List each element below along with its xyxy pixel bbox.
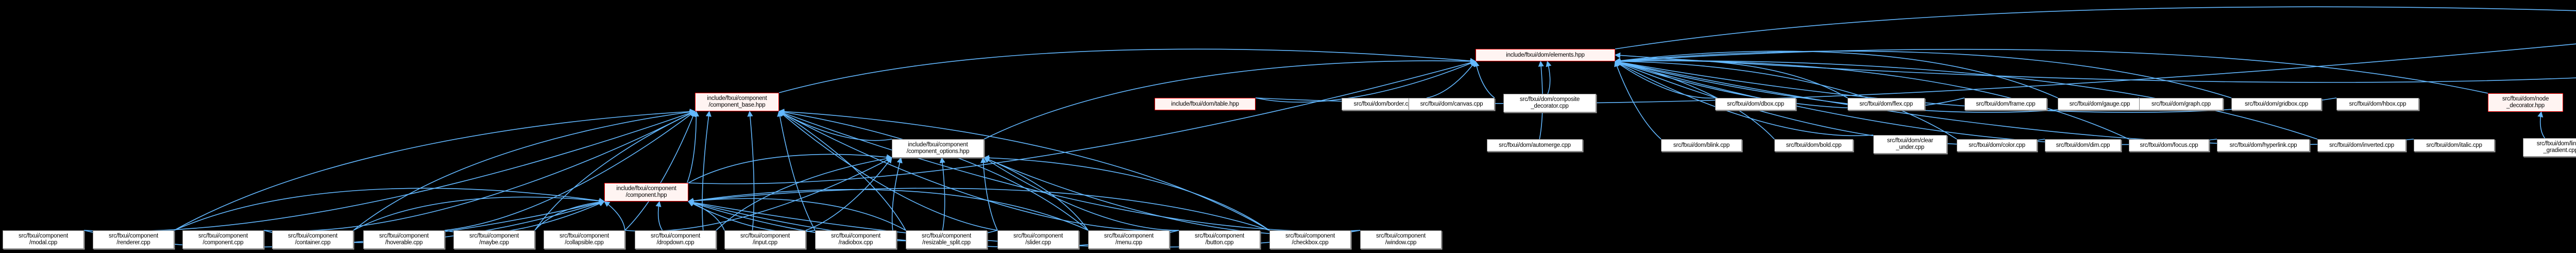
graph-node-focus-cpp[interactable]: src/ftxui/dom/focus.cpp xyxy=(2129,139,2209,151)
graph-node-hyperlink-cpp[interactable]: src/ftxui/dom/hyperlink.cpp xyxy=(2217,139,2310,151)
graph-edge xyxy=(687,188,1270,231)
graph-edge xyxy=(686,110,700,183)
graph-edge xyxy=(778,109,1270,231)
graph-edge xyxy=(778,111,892,141)
graph-edge xyxy=(624,110,696,231)
graph-edge xyxy=(983,157,1361,235)
graph-node-canvas-cpp[interactable]: src/ftxui/dom/canvas.cpp xyxy=(1409,98,1495,110)
graph-node-maybe-cpp[interactable]: src/ftxui/component /maybe.cpp xyxy=(453,230,535,249)
graph-edge xyxy=(1615,61,1716,99)
graph-edge xyxy=(688,154,893,183)
graph-edge xyxy=(984,58,1477,140)
graph-edge xyxy=(1614,48,2488,94)
graph-edge xyxy=(778,111,1179,231)
graph-edge xyxy=(1473,60,1495,98)
graph-edge xyxy=(444,200,605,234)
graph-node-gridbox-cpp[interactable]: src/ftxui/dom/gridbox.cpp xyxy=(2231,98,2321,110)
graph-edge xyxy=(1255,60,1477,103)
graph-edge xyxy=(534,199,605,231)
graph-edge xyxy=(778,111,906,231)
graph-edge xyxy=(980,157,998,231)
graph-edge xyxy=(688,60,1477,184)
graph-node-dim-cpp[interactable]: src/ftxui/dom/dim.cpp xyxy=(2045,139,2121,151)
graph-node-resizable-split-cpp[interactable]: src/ftxui/component /resizable_split.cpp xyxy=(906,230,987,249)
graph-edge xyxy=(353,109,696,231)
graph-node-inverted-cpp[interactable]: src/ftxui/dom/inverted.cpp xyxy=(2317,139,2406,151)
graph-edge xyxy=(174,108,696,231)
graph-edge xyxy=(1615,6,2576,49)
graph-edge xyxy=(747,110,755,231)
graph-node-container-cpp[interactable]: src/ftxui/component /container.cpp xyxy=(272,230,353,249)
graph-edge xyxy=(1426,61,1476,98)
graph-edge xyxy=(777,110,816,231)
graph-edge xyxy=(702,110,711,231)
graph-node-hbox-cpp[interactable]: src/ftxui/dom/hbox.cpp xyxy=(2336,98,2419,110)
graph-node-automerge-cpp[interactable]: src/ftxui/dom/automerge.cpp xyxy=(1487,139,1583,151)
graph-edge xyxy=(604,201,625,231)
graph-node-component-hpp[interactable]: include/ftxui/component /component.hpp xyxy=(604,183,688,201)
graph-node-radiobox-cpp[interactable]: src/ftxui/component /radiobox.cpp xyxy=(815,230,896,249)
graph-node-button-cpp[interactable]: src/ftxui/component /button.cpp xyxy=(1179,230,1260,249)
graph-edge xyxy=(1614,52,2576,83)
graph-node-gradient-cpp[interactable]: src/ftxui/dom/linear _gradient.cpp xyxy=(2523,138,2576,157)
graph-edge xyxy=(778,48,1477,93)
graph-node-dropdown-cpp[interactable]: src/ftxui/component /dropdown.cpp xyxy=(635,230,716,249)
graph-edge xyxy=(1615,61,1874,137)
graph-node-gauge-cpp[interactable]: src/ftxui/dom/gauge.cpp xyxy=(2058,98,2142,110)
graph-node-collapsible-cpp[interactable]: src/ftxui/component /collapsible.cpp xyxy=(544,230,625,249)
graph-edge xyxy=(805,157,892,231)
graph-edge xyxy=(778,110,1361,232)
graph-node-menu-cpp[interactable]: src/ftxui/component /menu.cpp xyxy=(1088,230,1170,249)
graph-edge xyxy=(687,198,906,231)
graph-node-frame-cpp[interactable]: src/ftxui/dom/frame.cpp xyxy=(1964,98,2047,110)
graph-node-flex-cpp[interactable]: src/ftxui/dom/flex.cpp xyxy=(1848,98,1925,110)
graph-edge xyxy=(1614,58,1957,140)
graph-edge xyxy=(83,110,696,232)
graph-node-slider-cpp[interactable]: src/ftxui/component /slider.cpp xyxy=(997,230,1079,249)
graph-node-custom-cpp[interactable]: src/ftxui/dom/dbox.cpp xyxy=(1715,98,1796,110)
graph-node-input-cpp[interactable]: src/ftxui/component /input.cpp xyxy=(724,230,806,249)
graph-edge xyxy=(939,157,945,231)
graph-node-modal-cpp[interactable]: src/ftxui/component /modal.cpp xyxy=(3,230,84,249)
graph-node-window-cpp[interactable]: src/ftxui/component /window.cpp xyxy=(1360,230,1442,249)
graph-node-clear-under-cpp[interactable]: src/ftxui/dom/clear _under.cpp xyxy=(1873,135,1947,154)
graph-node-table-hpp[interactable]: include/ftxui/dom/table.hpp xyxy=(1155,98,1256,110)
graph-node-composite-dec-cpp[interactable]: src/ftxui/dom/composite _decorator.cpp xyxy=(1503,94,1596,112)
graph-edge xyxy=(716,156,893,231)
graph-node-component-cpp[interactable]: src/ftxui/component /component.cpp xyxy=(182,230,264,249)
graph-node-color-cpp[interactable]: src/ftxui/dom/color.cpp xyxy=(1957,139,2037,151)
graph-edge xyxy=(1546,60,1552,94)
graph-edge xyxy=(891,157,903,231)
graph-node-component-options-hpp[interactable]: include/ftxui/component /component_optio… xyxy=(892,139,984,158)
graph-edge xyxy=(1614,50,2232,98)
graph-node-component-base-hpp[interactable]: include/ftxui/component /component_base.… xyxy=(695,93,779,111)
graph-edge xyxy=(655,200,663,231)
graph-node-node-decorator-hpp[interactable]: src/ftxui/dom/node _decorator.hpp xyxy=(2488,93,2563,112)
graph-edge xyxy=(174,188,605,231)
graph-edge xyxy=(444,111,696,231)
graph-edge xyxy=(687,189,1089,231)
graph-node-bold-cpp[interactable]: src/ftxui/dom/bold.cpp xyxy=(1774,139,1853,151)
graph-edge xyxy=(534,111,696,231)
graph-node-graph-cpp[interactable]: src/ftxui/dom/graph.cpp xyxy=(2139,98,2223,110)
graph-node-checkbox-cpp[interactable]: src/ftxui/component /checkbox.cpp xyxy=(1269,230,1351,249)
graph-edge xyxy=(1614,50,2058,98)
graph-node-renderer-cpp[interactable]: src/ftxui/component /renderer.cpp xyxy=(93,230,174,249)
graph-edge xyxy=(1614,58,2318,140)
graph-edge xyxy=(984,157,1179,231)
graph-node-elements-hpp[interactable]: include/ftxui/dom/elements.hpp xyxy=(1476,49,1615,61)
graph-edge xyxy=(353,196,605,231)
graph-node-hoverable-cpp[interactable]: src/ftxui/component /hoverable.cpp xyxy=(363,230,445,249)
graph-edge xyxy=(983,155,1270,231)
graph-edge xyxy=(2537,111,2546,139)
graph-node-blink-cpp[interactable]: src/ftxui/dom/blink.cpp xyxy=(1661,139,1742,151)
graph-edge xyxy=(1255,43,2576,104)
graph-node-italic-cpp[interactable]: src/ftxui/dom/italic.cpp xyxy=(2414,139,2495,151)
graph-edge xyxy=(263,111,696,232)
graph-edge xyxy=(778,111,998,231)
